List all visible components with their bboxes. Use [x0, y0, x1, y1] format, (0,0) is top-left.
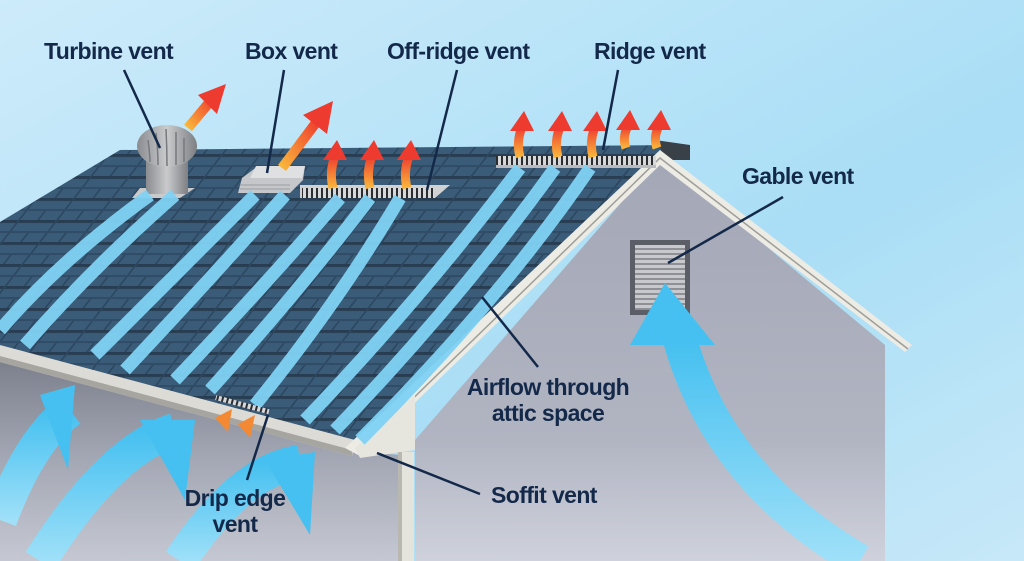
label-drip-edge-vent: Drip edge vent — [165, 485, 305, 537]
label-airflow-line1: Airflow through — [466, 374, 630, 400]
label-drip-edge-line2: vent — [212, 511, 259, 537]
airflow-stream — [170, 193, 345, 385]
drip-edge-arrow — [215, 409, 232, 432]
airflow-stream — [249, 194, 406, 410]
label-box-vent: Box vent — [245, 38, 338, 64]
airflow-stream — [90, 190, 260, 360]
leader-turbine-vent — [122, 69, 162, 149]
gable-wall — [415, 158, 885, 561]
airflow-stream — [205, 194, 376, 395]
exhaust-arrow-shaft — [513, 125, 527, 159]
ridge-vent-base — [496, 165, 656, 168]
rake-trim-line — [357, 157, 909, 453]
exhaust-arrow-head — [360, 140, 384, 160]
label-drip-edge-line1: Drip edge — [184, 485, 286, 511]
label-ridge-vent: Ridge vent — [594, 38, 706, 64]
ridge-cap — [655, 140, 690, 160]
airflow-stream — [0, 189, 154, 335]
box-vent-top — [250, 166, 305, 178]
box-vent-exhaust-head — [303, 101, 333, 134]
leader-airflow — [481, 296, 539, 368]
exhaust-arrow-shaft — [551, 125, 565, 159]
drip-edge-vent-grille — [215, 395, 270, 415]
leader-lines — [122, 69, 784, 496]
box-vent-exhaust-shaft — [278, 117, 322, 171]
airflow-stream — [300, 164, 526, 425]
exhaust-arrow-head — [397, 140, 421, 160]
exhaust-arrow-shaft — [326, 154, 340, 190]
airflow-stream — [20, 190, 180, 350]
intake-arrow-head — [140, 420, 195, 500]
exhaust-arrow-head — [510, 111, 534, 131]
exhaust-arrow-shaft — [586, 125, 600, 159]
exhaust-arrow-head — [583, 111, 607, 131]
label-soffit-vent: Soffit vent — [491, 482, 597, 508]
airflow-stream — [330, 164, 561, 435]
label-off-ridge-vent: Off-ridge vent — [387, 38, 530, 64]
exhaust-arrow-head — [323, 140, 347, 160]
label-turbine-vent: Turbine vent — [44, 38, 174, 64]
turbine-vent-fins — [147, 128, 185, 167]
exhaust-arrow-head — [647, 110, 671, 130]
label-airflow-attic: Airflow through attic space — [448, 374, 648, 426]
corner-post-shade — [398, 452, 402, 561]
airflow-stream — [120, 190, 290, 375]
turbine-exhaust-head — [198, 84, 226, 114]
leader-box-vent — [265, 69, 286, 174]
intake-arrow-shaft — [663, 335, 869, 561]
soffit-box — [355, 395, 415, 458]
ridge-vent-grille — [496, 156, 656, 165]
off-ridge-vent-grille — [302, 188, 434, 198]
intake-arrow-head — [630, 283, 715, 345]
label-airflow-line2: attic space — [491, 400, 605, 426]
label-gable-vent: Gable vent — [742, 163, 854, 189]
drip-edge-arrow — [238, 415, 255, 438]
leader-drip-edge-vent — [245, 414, 270, 481]
exhaust-arrow-head — [548, 111, 572, 131]
leader-gable-vent — [667, 195, 784, 265]
intake-arrow-head — [40, 385, 75, 470]
intake-airflow-arrows — [0, 283, 869, 561]
exhaust-airflow-arrows — [184, 84, 671, 438]
exhaust-arrow-shaft — [400, 154, 414, 190]
leader-ridge-vent — [601, 69, 620, 151]
leader-off-ridge-vent — [425, 69, 459, 191]
leader-soffit-vent — [376, 451, 481, 496]
exhaust-arrow-head — [616, 110, 640, 130]
exhaust-arrow-shaft — [363, 154, 377, 190]
intake-arrow-head — [265, 452, 315, 535]
